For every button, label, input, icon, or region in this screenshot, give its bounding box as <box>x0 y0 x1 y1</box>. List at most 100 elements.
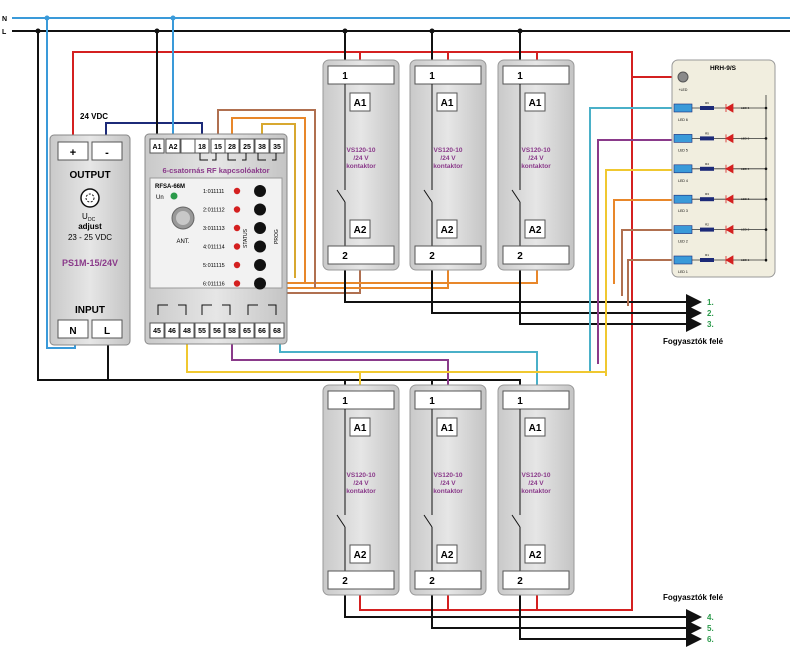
rf-top-terminal-label: A2 <box>169 144 178 151</box>
contactor-a2-label: A2 <box>441 550 454 561</box>
contactor-name-1: VS120-10 <box>434 147 463 154</box>
status-led-icon <box>233 206 241 213</box>
resistor-icon <box>700 197 714 202</box>
contactor-a2-terminal <box>436 544 458 564</box>
contactor-body <box>497 384 575 596</box>
psu-model: PS1M-15/24V <box>62 258 118 268</box>
un-led-icon <box>170 192 178 200</box>
psu-minus-terminal <box>91 141 123 161</box>
psu-output-label: OUTPUT <box>69 170 110 181</box>
contactor-name-3: kontaktor <box>433 488 463 495</box>
led-terminal <box>673 194 693 204</box>
contactor-switch-contact <box>336 189 346 203</box>
prog-button[interactable] <box>254 185 266 197</box>
led-terminal <box>673 134 693 143</box>
contactor-a1-label: A1 <box>354 98 367 109</box>
rf-bottom-terminal-label: 55 <box>198 328 206 335</box>
prog-button[interactable] <box>254 203 266 216</box>
adjust-knob-icon[interactable] <box>80 188 100 208</box>
rf-bottom-terminal-label: 68 <box>273 328 281 335</box>
contactor-terminal-1-label: 1 <box>429 396 435 407</box>
prog-button[interactable] <box>254 259 266 271</box>
rf-top-terminal <box>224 138 240 154</box>
contactor-name-2: /24 V <box>440 155 456 162</box>
rf-channel-label: 1:011111 <box>203 189 224 195</box>
contactor-terminal-2 <box>502 570 570 590</box>
output-label: 3. <box>707 320 714 329</box>
contactor-a2-label: A2 <box>354 550 367 561</box>
junction-dot <box>764 258 768 262</box>
psu-minus-label: - <box>105 147 109 159</box>
led-terminal-label: LED 4 <box>678 179 688 183</box>
led-terminal-label: LED 1 <box>678 270 688 274</box>
contactor-switch-contact <box>336 514 346 528</box>
psu-adjust-sub: DC <box>88 217 96 223</box>
rf-top-terminal-label: 18 <box>198 144 206 151</box>
contactor-terminal-2 <box>327 245 395 265</box>
prog-button[interactable] <box>254 277 266 290</box>
contactor-terminal-1 <box>327 65 395 85</box>
rf-prog-label: PROG <box>274 229 280 244</box>
rf-bottom-terminal <box>179 322 195 339</box>
contactor-terminal-2 <box>502 245 570 265</box>
rf-bottom-terminal <box>254 322 270 339</box>
contactor-a2-label: A2 <box>441 225 454 236</box>
rf-bottom-terminal-label: 65 <box>243 328 251 335</box>
contactor-terminal-1 <box>502 390 570 410</box>
contactor-a2-terminal <box>524 219 546 239</box>
contactor-terminal-1 <box>502 65 570 85</box>
contactor-terminal-1 <box>414 390 482 410</box>
l-bus-label: L <box>2 29 7 36</box>
bus-lines: N L <box>2 16 790 36</box>
prog-button[interactable] <box>254 240 266 253</box>
contactor-body <box>322 59 400 271</box>
rf-channel-label: 4:011114 <box>203 245 225 251</box>
rf-bottom-terminal <box>149 322 165 339</box>
resistor-label: R6 <box>705 101 709 105</box>
rf-un-label: Un <box>156 195 164 201</box>
contactor-terminal-2-label: 2 <box>429 576 435 587</box>
diode-label: LED 5 <box>741 136 750 140</box>
resistor-icon <box>700 258 714 262</box>
antenna-connector-inner <box>176 211 190 225</box>
rf-bottom-terminal-label: 45 <box>153 328 161 335</box>
rf-ant-label: ANT. <box>176 239 189 245</box>
contactor-switch-contact <box>423 514 433 528</box>
relay-contact-symbol <box>247 304 277 315</box>
contactor-terminal-1-label: 1 <box>517 396 523 407</box>
contactor-name-2: /24 V <box>440 480 456 487</box>
prog-button[interactable] <box>254 222 266 234</box>
rf-status-label: STATUS <box>243 228 249 248</box>
rf-channel-label: 6:011116 <box>203 282 225 288</box>
contactor-name-2: /24 V <box>528 480 544 487</box>
contactor-a1-terminal <box>436 92 458 112</box>
output-label: 1. <box>707 298 714 307</box>
contactor-terminal-2-label: 2 <box>517 576 523 587</box>
led-terminal-label: LED 2 <box>678 240 688 244</box>
contactor-a1-label: A1 <box>441 423 454 434</box>
rf-channel-list: 1:0111112:0111123:0111134:0111145:011115… <box>203 185 266 290</box>
rf-bottom-terminal-label: 56 <box>213 328 221 335</box>
contactor-name-3: kontaktor <box>433 163 463 170</box>
contactor-name-3: kontaktor <box>521 163 551 170</box>
rf-title: 6-csatornás RF kapcsolóaktor <box>162 166 269 175</box>
contactor-terminal-2-label: 2 <box>342 576 348 587</box>
resistor-label: R4 <box>705 162 709 166</box>
rf-bottom-terminal-label: 48 <box>183 328 191 335</box>
contactor-name-1: VS120-10 <box>522 147 551 154</box>
contactor-body <box>409 59 487 271</box>
rf-top-terminal-label: 25 <box>243 144 251 151</box>
resistor-icon <box>700 106 714 110</box>
led-terminal-label: LED 3 <box>678 209 688 213</box>
output-label: 6. <box>707 635 714 644</box>
diode-label: LED 4 <box>741 167 750 171</box>
rf-model: RFSA-66M <box>155 184 185 190</box>
contactor-a1-terminal <box>524 417 546 437</box>
psu-range: 23 - 25 VDC <box>68 233 112 242</box>
contactor-terminal-1-label: 1 <box>429 71 435 82</box>
rf-top-terminal-label: 35 <box>273 144 281 151</box>
contactor-terminal-2 <box>414 570 482 590</box>
rf-channel-label: 5:011115 <box>203 263 225 269</box>
